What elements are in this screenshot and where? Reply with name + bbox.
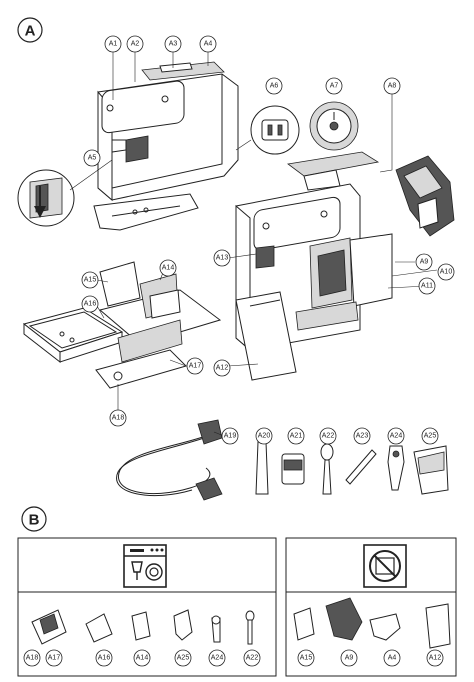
callout-a24: A24 <box>390 433 403 440</box>
section-a-marker: A <box>17 17 43 43</box>
milk-tube-tool <box>387 445 405 491</box>
b-item-a24: A24 <box>211 655 224 662</box>
callout-a22: A22 <box>322 433 335 440</box>
callout-a4: A4 <box>204 41 213 48</box>
callout-a19: A19 <box>224 433 237 440</box>
callout-a20: A20 <box>258 433 271 440</box>
callout-a23: A23 <box>356 433 369 440</box>
test-strip <box>345 449 377 485</box>
callout-a18: A18 <box>112 415 125 422</box>
callout-a12: A12 <box>216 365 229 372</box>
dishwasher-icon <box>123 544 167 588</box>
callout-a2: A2 <box>131 41 140 48</box>
no-dishwasher-icon <box>363 544 407 588</box>
callout-a8: A8 <box>388 83 397 90</box>
b-item-a18: A18 <box>26 655 39 662</box>
svg-text:B: B <box>29 512 40 529</box>
b-item-a15: A15 <box>300 655 313 662</box>
callout-a1: A1 <box>109 41 118 48</box>
b-item-a9: A9 <box>345 655 354 662</box>
grease-tube <box>255 435 269 495</box>
b-item-a12: A12 <box>429 655 442 662</box>
callouts-section-b: A18 A17 A16 A14 A25 A24 A22 A15 A9 A4 A1… <box>23 649 444 667</box>
drip-tray-assembly <box>22 261 222 389</box>
callout-a10: A10 <box>440 269 453 276</box>
milk-carafe <box>413 445 449 495</box>
b-item-a22: A22 <box>246 655 259 662</box>
callout-a21: A21 <box>290 433 303 440</box>
measuring-scoop <box>320 443 334 495</box>
b-item-a4: A4 <box>388 655 397 662</box>
brew-group <box>395 155 455 237</box>
callout-a3: A3 <box>169 41 178 48</box>
b-item-a17: A17 <box>48 655 61 662</box>
callout-a17: A17 <box>189 363 202 370</box>
callout-a14: A14 <box>162 265 175 272</box>
power-socket-zoom <box>235 105 300 155</box>
b-item-a25: A25 <box>177 655 190 662</box>
b-item-a14: A14 <box>136 655 149 662</box>
water-filter <box>281 453 305 485</box>
callout-a13: A13 <box>216 255 229 262</box>
coffee-machine-open <box>235 151 393 381</box>
callout-a16: A16 <box>84 301 97 308</box>
svg-text:A: A <box>25 23 36 40</box>
callout-a15: A15 <box>84 277 97 284</box>
dishwasher-safe-parts <box>31 609 255 645</box>
callouts-section-a: A1 A2 A3 A4 A5 A6 A7 A8 A9 A10 A11 A12 A… <box>81 35 455 445</box>
callout-a6: A6 <box>270 83 279 90</box>
b-item-a16: A16 <box>98 655 111 662</box>
callout-a11: A11 <box>421 283 433 290</box>
grinder-setting-zoom <box>309 101 359 151</box>
coffee-machine-front <box>93 61 239 231</box>
not-dishwasher-safe-parts <box>293 597 451 649</box>
callout-a7: A7 <box>330 83 339 90</box>
callout-a25: A25 <box>424 433 437 440</box>
callout-a5: A5 <box>88 155 97 162</box>
callout-a9: A9 <box>420 259 429 266</box>
spout-zoom <box>17 169 75 227</box>
not-dishwasher-safe-box <box>285 537 457 677</box>
section-b-marker: B <box>21 506 47 532</box>
power-cord <box>116 419 223 501</box>
